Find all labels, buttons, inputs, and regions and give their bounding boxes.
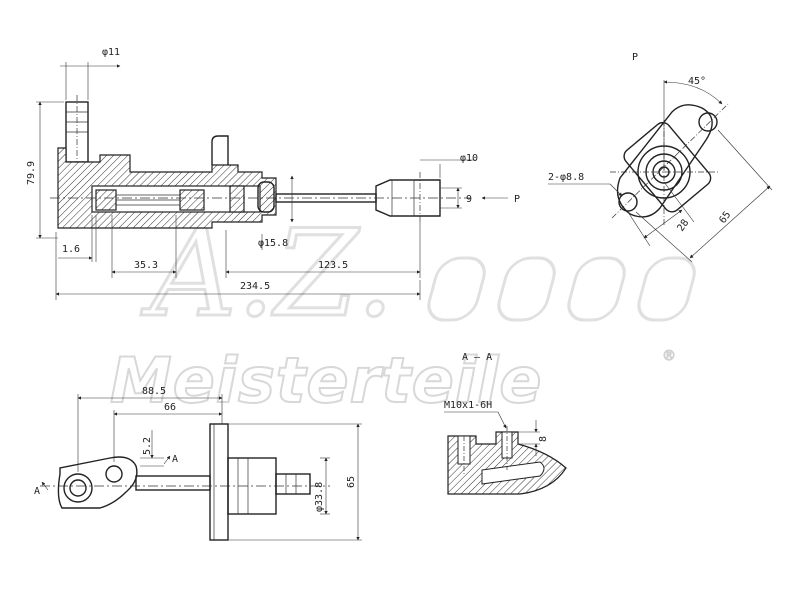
top-flange	[209, 423, 229, 541]
watermark-brand: Meisterteile	[110, 344, 542, 417]
dim-5-2: 5.2	[142, 437, 153, 455]
side-view: φ11 79.9 1.6 35.3 φ15.8 123.5 234.5	[26, 47, 520, 300]
dim-66: 66	[164, 402, 176, 413]
dim-phi33-8: φ33.8	[314, 482, 325, 512]
watermark-registered: ®	[662, 348, 676, 364]
dim-phi15-8: φ15.8	[258, 238, 288, 249]
mounting-hole-1	[698, 112, 718, 132]
dim-35-3: 35.3	[134, 260, 158, 271]
top-view: 88.5 66 5.2 A A φ33.8 65	[34, 386, 362, 541]
view-label-p: P	[514, 194, 520, 205]
section-a-a: A — A M10x1-6H 8	[444, 352, 567, 495]
dim-1-6: 1.6	[62, 244, 80, 255]
clevis	[375, 179, 441, 217]
dim-123-5: 123.5	[318, 260, 348, 271]
dim-phi10: φ10	[460, 153, 478, 164]
mounting-hole-2	[618, 192, 638, 212]
view-p: P 45° 2-φ8.8 28 65	[548, 52, 773, 263]
view-p-title: P	[632, 52, 638, 63]
dim-holes: 2-φ8.8	[548, 172, 584, 183]
dim-234-5: 234.5	[240, 281, 270, 292]
piston	[179, 189, 205, 211]
dim-65-top: 65	[346, 476, 357, 488]
watermark-stripes	[427, 256, 696, 322]
dim-8: 8	[538, 436, 549, 442]
dim-28: 28	[675, 218, 691, 234]
section-mark-a-left: A	[34, 486, 40, 497]
dim-phi11: φ11	[102, 47, 120, 58]
watermark: A.Z. Meisterteile ®	[109, 204, 696, 418]
dim-65-flange: 65	[717, 210, 733, 226]
clevis-eye	[57, 456, 138, 509]
dim-88-5: 88.5	[142, 386, 166, 397]
section-mark-a-top: A	[172, 454, 178, 465]
thread-label: M10x1-6H	[444, 400, 492, 411]
section-title: A — A	[462, 352, 492, 363]
piston-seal	[95, 189, 117, 211]
dim-angle-45: 45°	[688, 76, 706, 87]
dim-9: 9	[466, 194, 472, 205]
dust-boot	[257, 181, 275, 213]
eye-outer	[63, 473, 93, 503]
dim-79-9: 79.9	[26, 161, 37, 185]
mounting-flange	[616, 104, 713, 218]
